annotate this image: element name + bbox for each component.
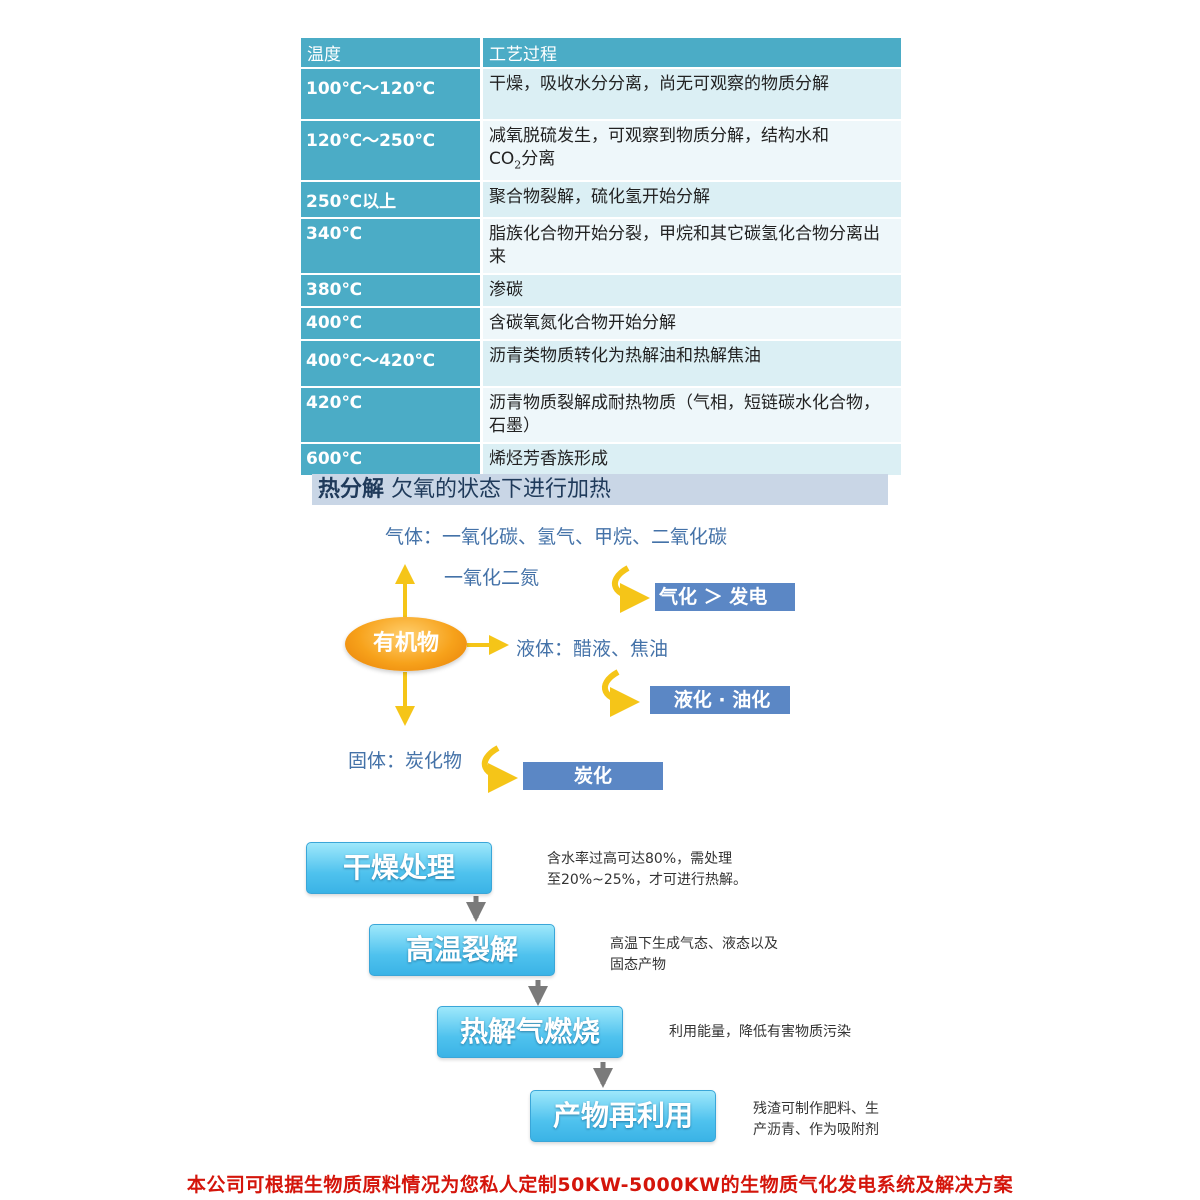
note-line: 固态产物 [610,957,666,973]
gas-products-label-2: 一氧化二氮 [444,567,540,589]
step-gas-combustion: 热解气燃烧 [437,1006,623,1058]
header-process: 工艺过程 [483,38,901,69]
curved-arrow-gas-icon [612,565,650,613]
solid-products-label: 固体：炭化物 [348,750,463,772]
note-line: 残渣可制作肥料、生 [753,1101,879,1117]
gasification-tag: 气化 ＞ 发电 [655,583,795,611]
temp-cell: 420℃ [301,388,483,445]
carbonization-tag: 炭化 [523,762,663,790]
note-gas-combustion: 利用能量，降低有害物质污染 [669,1022,851,1043]
note-line: 含水率过高可达80%，需处理 [547,851,733,867]
temp-cell: 100℃～120℃ [301,69,483,121]
header-temperature: 温度 [301,38,483,69]
table-row: 250℃以上 聚合物裂解，硫化氢开始分解 [301,182,901,220]
note-line: 利用能量，降低有害物质污染 [669,1024,851,1040]
process-cell: 干燥，吸收水分分离，尚无可观察的物质分解 [483,69,901,121]
process-cell: 沥青类物质转化为热解油和热解焦油 [483,341,901,389]
curved-arrow-liquid-icon [602,669,640,717]
table-row: 340℃ 脂族化合物开始分裂，甲烷和其它碳氢化合物分离出来 [301,219,901,276]
process-text-end: 分离 [521,149,556,169]
table-row: 100℃～120℃ 干燥，吸收水分分离，尚无可观察的物质分解 [301,69,901,121]
step-drying: 干燥处理 [306,842,492,894]
note-drying: 含水率过高可达80%，需处理 至20%~25%，才可进行热解。 [547,849,747,891]
process-cell: 脂族化合物开始分裂，甲烷和其它碳氢化合物分离出来 [483,219,901,276]
temp-cell: 600℃ [301,444,483,478]
co2-text: CO [489,149,515,169]
temp-cell: 380℃ [301,275,483,309]
temp-cell: 400℃～420℃ [301,341,483,389]
note-line: 产沥青、作为吸附剂 [753,1122,879,1138]
process-cell: 含碳氧氮化合物开始分解 [483,308,901,342]
table-row: 400℃～420℃ 沥青类物质转化为热解油和热解焦油 [301,341,901,389]
pyrolysis-title-rest: 欠氧的状态下进行加热 [384,477,612,502]
table-row: 400℃ 含碳氧氮化合物开始分解 [301,308,901,342]
note-line: 高温下生成气态、液态以及 [610,936,778,952]
temp-cell: 250℃以上 [301,182,483,220]
step-product-reuse: 产物再利用 [530,1090,716,1142]
organic-matter-node: 有机物 [345,617,467,671]
co2-subscript: 2 [514,158,522,172]
table-row: 120℃～250℃ 减氧脱硫发生，可观察到物质分解，结构水和 CO2分离 [301,121,901,183]
step-pyrolysis: 高温裂解 [369,924,555,976]
note-line: 至20%~25%，才可进行热解。 [547,872,747,888]
liquid-products-label: 液体：醋液、焦油 [516,638,669,660]
temp-cell: 120℃～250℃ [301,121,483,183]
process-cell: 沥青物质裂解成耐热物质（气相，短链碳水化合物，石墨） [483,388,901,445]
process-cell: 减氧脱硫发生，可观察到物质分解，结构水和 CO2分离 [483,121,901,183]
temp-cell: 400℃ [301,308,483,342]
process-cell: 渗碳 [483,275,901,309]
temp-cell: 340℃ [301,219,483,276]
note-pyrolysis: 高温下生成气态、液态以及 固态产物 [610,934,778,976]
liquefaction-tag: 液化 · 油化 [650,686,790,714]
process-text: 减氧脱硫发生，可观察到物质分解，结构水和 [489,126,829,146]
footer-slogan: 本公司可根据生物质原料情况为您私人定制50KW-5000KW的生物质气化发电系统… [186,1174,1014,1196]
curved-arrow-solid-icon [481,745,518,793]
table-row: 380℃ 渗碳 [301,275,901,309]
table-header-row: 温度 工艺过程 [301,38,901,69]
pyrolysis-title-bold: 热分解 [318,477,385,502]
pyrolysis-title: 热分解 欠氧的状态下进行加热 [312,474,888,505]
process-cell: 聚合物裂解，硫化氢开始分解 [483,182,901,220]
note-product-reuse: 残渣可制作肥料、生 产沥青、作为吸附剂 [753,1099,879,1141]
temperature-process-table: 温度 工艺过程 100℃～120℃ 干燥，吸收水分分离，尚无可观察的物质分解 1… [301,38,901,478]
gas-products-label: 气体：一氧化碳、氢气、甲烷、二氧化碳 [385,526,728,548]
table-row: 420℃ 沥青物质裂解成耐热物质（气相，短链碳水化合物，石墨） [301,388,901,445]
